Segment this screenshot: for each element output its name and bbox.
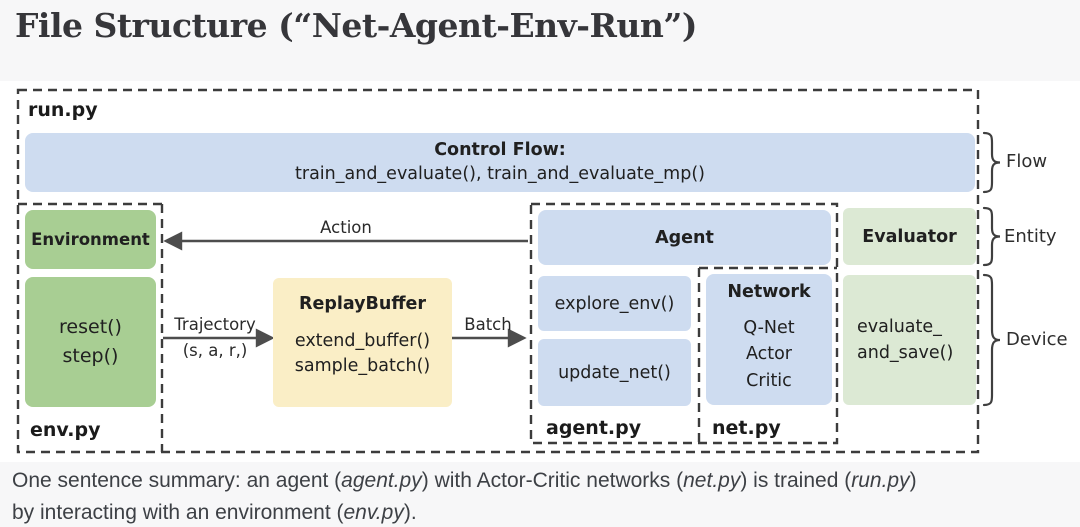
agent-box: Agent [538,210,831,265]
env-py-label: env.py [30,419,101,441]
environment-functions-box: reset() step() [25,277,156,407]
flow-brace-label: Flow [1006,151,1048,172]
update-net-box: update_net() [538,339,691,406]
run-py-label: run.py [28,99,98,121]
summary-text: One sentence summary: an agent (agent.py… [12,465,1074,527]
replay-buffer-functions: extend_buffer() sample_batch() [294,331,431,377]
network-title: Network [727,282,811,302]
control-flow-title: Control Flow: [434,139,566,160]
evaluator-box: Evaluator [843,208,976,265]
device-brace-label: Device [1006,329,1068,350]
explore-env-box: explore_env() [538,276,691,331]
environment-box: Environment [25,210,156,269]
control-flow-box: Control Flow: train_and_evaluate(), trai… [25,133,975,192]
control-flow-functions: train_and_evaluate(), train_and_evaluate… [295,163,705,184]
agent-py-label: agent.py [546,417,642,439]
page-title: File Structure (“Net-Agent-Env-Run”) [15,6,697,45]
summary-line-2: by interacting with an environment (env.… [12,500,417,524]
evaluate-and-save-box: evaluate_ and_save() [843,275,976,405]
network-items: Q-Net Actor Critic [743,318,795,391]
trajectory-tuple-label: (s, a, r,) [182,341,248,360]
trajectory-arrow-label: Trajectory [174,315,256,334]
summary-line-1: One sentence summary: an agent (agent.py… [12,469,917,492]
entity-brace-label: Entity [1004,226,1057,247]
batch-arrow-label: Batch [464,315,512,334]
action-arrow-label: Action [320,218,372,237]
net-py-label: net.py [712,417,781,439]
network-box: Network Q-Net Actor Critic [706,274,832,405]
replay-buffer-title: ReplayBuffer [298,294,427,314]
replay-buffer-box: ReplayBuffer extend_buffer() sample_batc… [273,278,452,407]
